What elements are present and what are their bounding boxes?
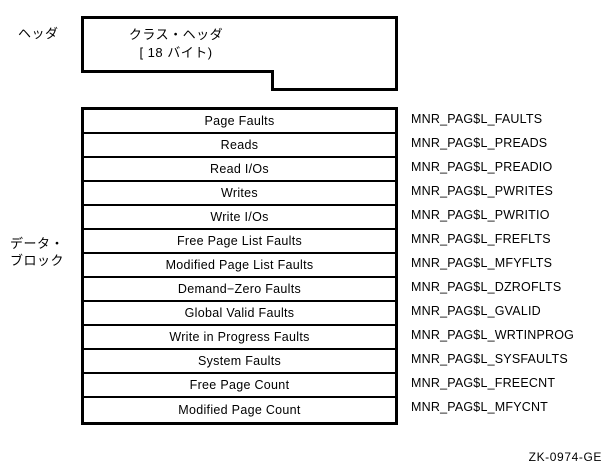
symbol-name: MNR_PAG$L_PREADS [411,136,548,150]
symbol-row: MNR_PAG$L_DZROFLTS [411,275,611,299]
data-block-row: Free Page List Faults [84,230,395,254]
header-section-label: ヘッダ [18,26,59,41]
symbol-name: MNR_PAG$L_FREECNT [411,376,556,390]
symbol-name: MNR_PAG$L_FAULTS [411,112,543,126]
data-block-row-label: Free Page List Faults [176,234,303,248]
data-block-row-label: Modified Page List Faults [165,258,314,272]
data-block-row: Page Faults [84,110,395,134]
symbol-name: MNR_PAG$L_DZROFLTS [411,280,562,294]
symbol-row: MNR_PAG$L_FAULTS [411,107,611,131]
data-block-row-label: Writes [221,186,258,200]
symbol-name: MNR_PAG$L_PWRITIO [411,208,550,222]
data-block-row-label: Write I/Os [210,210,269,224]
data-block-row: Global Valid Faults [84,302,395,326]
data-block-row-label: System Faults [197,354,282,368]
data-block-row-label: Demand−Zero Faults [177,282,302,296]
symbol-row: MNR_PAG$L_GVALID [411,299,611,323]
symbol-row: MNR_PAG$L_MFYCNT [411,395,611,419]
symbol-name: MNR_PAG$L_GVALID [411,304,541,318]
data-block-row-label: Page Faults [204,114,275,128]
data-block-row: Modified Page Count [84,398,395,422]
data-block-row: Write I/Os [84,206,395,230]
symbol-name: MNR_PAG$L_MFYFLTS [411,256,553,270]
class-header-block: クラス・ヘッダ [ 18 バイト) [81,16,398,91]
symbol-row: MNR_PAG$L_MFYFLTS [411,251,611,275]
symbol-name: MNR_PAG$L_PWRITES [411,184,554,198]
symbol-row: MNR_PAG$L_FREECNT [411,371,611,395]
data-block-label: データ・ ブロック [10,236,65,268]
symbol-row: MNR_PAG$L_PREADIO [411,155,611,179]
data-block-row: System Faults [84,350,395,374]
symbol-row: MNR_PAG$L_WRTINPROG [411,323,611,347]
data-block-row: Writes [84,182,395,206]
symbol-name-column: MNR_PAG$L_FAULTS MNR_PAG$L_PREADS MNR_PAG$… [411,107,611,419]
symbol-row: MNR_PAG$L_SYSFAULTS [411,347,611,371]
data-block-row-label: Modified Page Count [178,403,301,417]
symbol-name: MNR_PAG$L_PREADIO [411,160,553,174]
data-block-row: Demand−Zero Faults [84,278,395,302]
symbol-row: MNR_PAG$L_FREFLTS [411,227,611,251]
symbol-row: MNR_PAG$L_PREADS [411,131,611,155]
figure-id-label: ZK-0974-GE [528,450,602,464]
class-header-outline [81,16,398,91]
data-block-row-label: Write in Progress Faults [169,330,310,344]
symbol-name: MNR_PAG$L_MFYCNT [411,400,549,414]
data-block-row-label: Global Valid Faults [184,306,295,320]
data-block-row-label: Free Page Count [189,378,290,392]
data-block-row: Reads [84,134,395,158]
symbol-name: MNR_PAG$L_WRTINPROG [411,328,575,342]
data-block-row: Write in Progress Faults [84,326,395,350]
symbol-row: MNR_PAG$L_PWRITES [411,179,611,203]
data-block-row: Modified Page List Faults [84,254,395,278]
symbol-name: MNR_PAG$L_FREFLTS [411,232,551,246]
data-block-row-label: Read I/Os [210,162,269,176]
data-block-row-label: Reads [220,138,259,152]
symbol-name: MNR_PAG$L_SYSFAULTS [411,352,568,366]
symbol-row: MNR_PAG$L_PWRITIO [411,203,611,227]
data-block-row: Free Page Count [84,374,395,398]
data-block-row: Read I/Os [84,158,395,182]
